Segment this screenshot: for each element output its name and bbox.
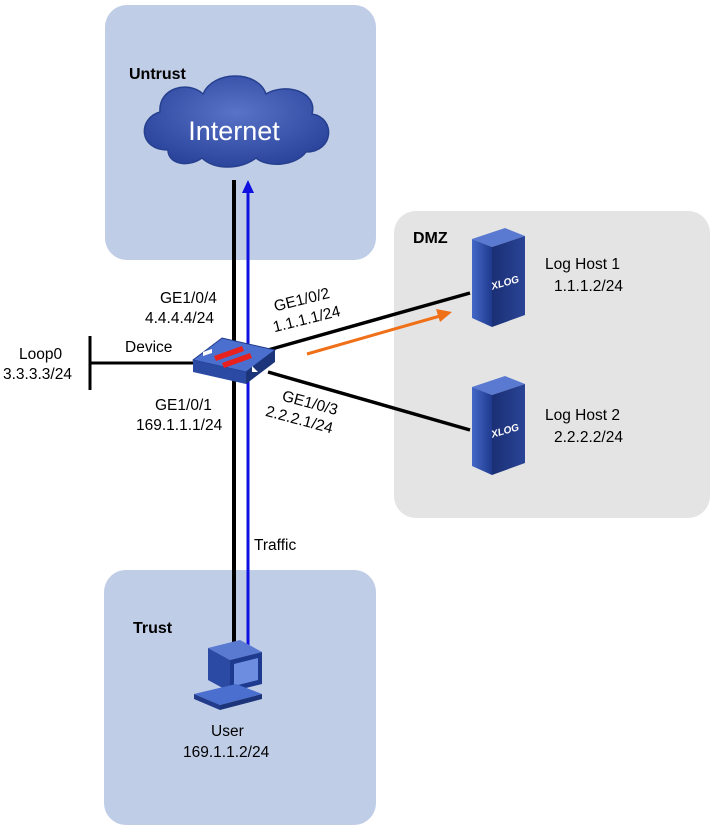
link-device-loghost2	[267, 370, 471, 432]
firewall-icon[interactable]	[191, 337, 277, 384]
computer-icon	[194, 640, 262, 710]
loopback-name: Loop0	[19, 346, 62, 363]
link-device-loghost1	[267, 291, 471, 352]
log-host-2[interactable]: XLOG Log Host 2 2.2.2.2/24	[472, 376, 623, 475]
device-name: Device	[125, 339, 172, 356]
dmz-zone-label: DMZ	[413, 230, 448, 247]
links	[88, 180, 471, 645]
untrust-zone-label: Untrust	[129, 66, 187, 83]
user-name: User	[211, 723, 244, 740]
loghost1-name: Log Host 1	[545, 256, 620, 273]
loopback-ip: 3.3.3.3/24	[3, 366, 72, 383]
loghost2-ip: 2.2.2.2/24	[554, 429, 623, 446]
cloud-icon: Internet	[143, 75, 330, 168]
log-host-1[interactable]: XLOG Log Host 1 1.1.1.2/24	[472, 228, 623, 327]
ge4-ip: 4.4.4.4/24	[145, 310, 214, 327]
user-host[interactable]: User 169.1.1.2/24	[183, 640, 270, 761]
ge1-ip: 169.1.1.1/24	[136, 417, 223, 434]
loghost2-name: Log Host 2	[545, 407, 620, 424]
server-icon: XLOG	[472, 228, 525, 327]
user-ip: 169.1.1.2/24	[183, 744, 270, 761]
ge1-name: GE1/0/1	[155, 397, 212, 414]
traffic-label: Traffic	[254, 537, 296, 554]
ge4-name: GE1/0/4	[160, 290, 217, 307]
internet-label: Internet	[188, 116, 280, 146]
loghost1-ip: 1.1.1.2/24	[554, 278, 623, 295]
server-icon: XLOG	[472, 376, 525, 475]
trust-zone-label: Trust	[133, 620, 173, 637]
log-flow-arrow	[306, 309, 452, 356]
traffic-arrow	[242, 180, 254, 645]
